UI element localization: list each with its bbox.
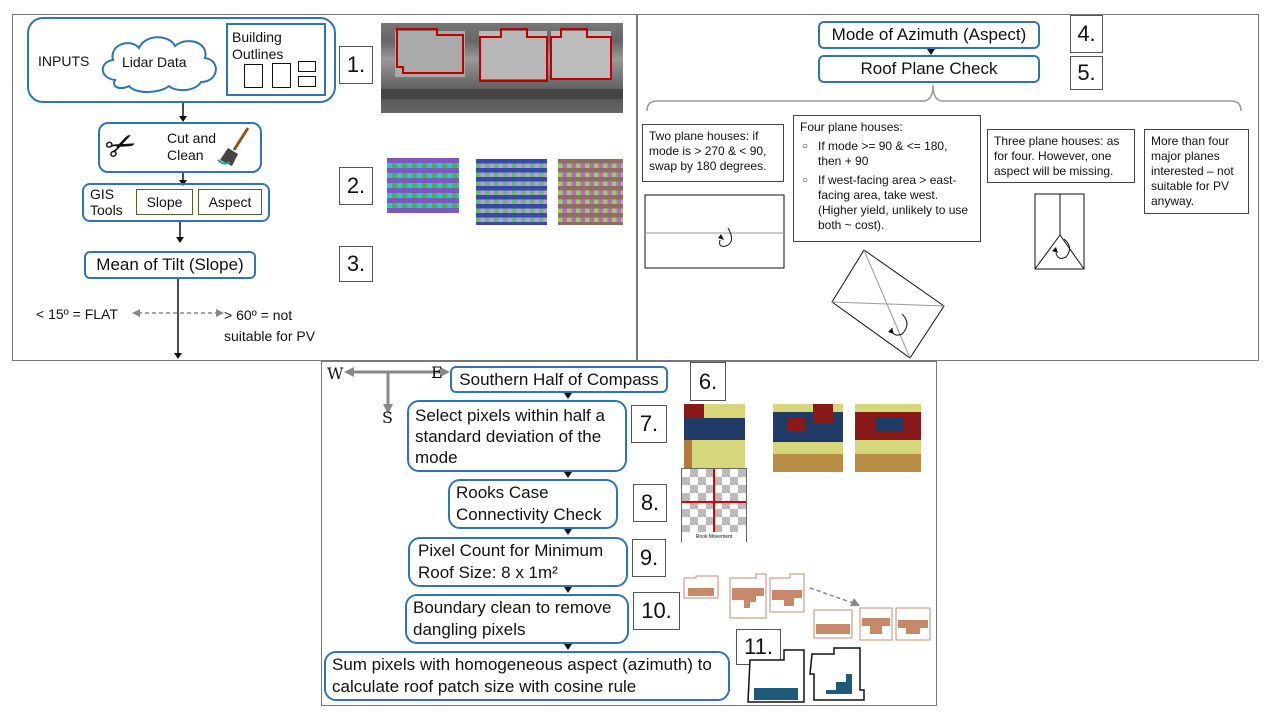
southern-half-label: Southern Half of Compass	[459, 369, 659, 389]
aspect-pixel-image-2	[476, 159, 547, 225]
arrow-10-to-11	[564, 644, 572, 650]
selected-pixels-image-2	[773, 404, 843, 472]
two-plane-note: Two plane houses: if mode is > 270 & < 9…	[642, 124, 784, 182]
arrow-gis-to-tilt	[176, 222, 184, 243]
step-11-label: 11.	[736, 629, 781, 665]
four-plane-bullet-1: If mode >= 90 & <= 180, then + 90	[802, 139, 974, 169]
step-7-label: 7.	[631, 405, 667, 443]
mean-tilt-label: Mean of Tilt (Slope)	[96, 255, 244, 274]
flat-threshold-label: < 15º = FLAT	[36, 306, 118, 322]
rooks-case-box: Rooks Case Connectivity Check	[448, 479, 618, 529]
mode-azimuth-label: Mode of Azimuth (Aspect)	[831, 25, 1027, 44]
selected-pixels-image-1	[684, 404, 745, 472]
compass-icon	[344, 367, 450, 414]
roof-plane-check-label: Roof Plane Check	[860, 59, 998, 78]
red-outline-overlays	[396, 28, 612, 82]
four-plane-roof-diagram	[831, 249, 945, 359]
building-shape-3	[298, 61, 316, 72]
sum-pixels-box: Sum pixels with homogeneous aspect (azim…	[324, 651, 730, 701]
boundary-clean-label: Boundary clean to remove dangling pixels	[413, 598, 612, 639]
lidar-cloud-icon	[101, 36, 217, 93]
arrow-8-to-9	[564, 529, 572, 535]
aspect-pixel-image-3	[558, 159, 623, 225]
aspect-box: Aspect	[198, 189, 262, 215]
step-1-label: 1.	[339, 46, 373, 84]
building-outlines-label: Building Outlines	[232, 29, 284, 62]
final-roof-patch-images	[747, 647, 865, 703]
roof-plane-check-box: Roof Plane Check	[818, 55, 1040, 83]
arrow-7-to-8	[564, 472, 572, 478]
southern-half-box: Southern Half of Compass	[450, 366, 668, 393]
building-shape-2	[272, 63, 291, 88]
select-pixels-box: Select pixels within half a standard dev…	[407, 400, 627, 472]
pixel-count-label: Pixel Count for Minimum Roof Size: 8 x 1…	[418, 541, 604, 582]
selected-pixels-image-3	[855, 404, 921, 472]
mode-azimuth-box: Mode of Azimuth (Aspect)	[818, 21, 1040, 49]
compass-e-label: E	[431, 363, 443, 382]
inputs-label: INPUTS	[38, 53, 90, 69]
compass-w-label: W	[327, 364, 344, 383]
gis-tools-label: GIS Tools	[90, 186, 123, 218]
three-plane-note: Three plane houses: as for four. However…	[987, 129, 1135, 183]
roof-plane-brace	[646, 84, 1242, 112]
mean-tilt-box: Mean of Tilt (Slope)	[84, 251, 256, 279]
roof-patch-images	[683, 573, 931, 641]
cut-clean-label: Cut and Clean	[167, 130, 217, 163]
four-plane-bullet-2: If west-facing area > east-facing area, …	[802, 173, 974, 233]
rook-movement-caption: Rook Movement	[682, 532, 746, 542]
rooks-case-label: Rooks Case Connectivity Check	[456, 483, 602, 524]
broom-icon	[217, 127, 250, 166]
arrow-9-to-10	[564, 587, 572, 593]
more-than-four-note: More than four major planes interested –…	[1144, 129, 1249, 214]
sum-pixels-label: Sum pixels with homogeneous aspect (azim…	[332, 655, 712, 696]
rooks-chessboard-image: Rook Movement	[681, 468, 747, 542]
step-8-label: 8.	[633, 484, 667, 522]
aspect-pixel-image-1	[387, 158, 459, 213]
step-10-label: 10.	[633, 592, 680, 630]
step-3-label: 3.	[339, 246, 373, 282]
gis-tools-box	[82, 183, 270, 222]
step-4-label: 4.	[1070, 15, 1103, 53]
not-suitable-label: > 60º = not suitable for PV	[224, 307, 316, 344]
boundary-clean-box: Boundary clean to remove dangling pixels	[405, 594, 629, 644]
step-2-label: 2.	[339, 167, 373, 205]
step-9-label: 9.	[632, 539, 666, 577]
tilt-arrows	[132, 279, 224, 359]
two-plane-roof-diagram	[644, 194, 785, 269]
four-plane-note: Four plane houses: If mode >= 90 & <= 18…	[793, 115, 981, 242]
select-pixels-label: Select pixels within half a standard dev…	[415, 405, 605, 467]
pixel-count-box: Pixel Count for Minimum Roof Size: 8 x 1…	[408, 537, 628, 587]
arrow-6-to-7	[564, 393, 572, 399]
lidar-data-label: Lidar Data	[122, 54, 187, 70]
compass-s-label: S	[382, 408, 393, 427]
arrow-mode-to-roof	[927, 49, 935, 55]
three-plane-roof-diagram	[1034, 193, 1085, 270]
four-plane-title: Four plane houses:	[800, 120, 903, 134]
building-shape-1	[244, 64, 263, 88]
step-6-label: 6.	[690, 362, 726, 401]
slope-box: Slope	[136, 189, 193, 215]
step-5-label: 5.	[1070, 56, 1103, 90]
building-shape-4	[298, 76, 316, 87]
building-outlines-box	[226, 23, 326, 96]
arrow-inputs-to-cut	[179, 103, 187, 122]
